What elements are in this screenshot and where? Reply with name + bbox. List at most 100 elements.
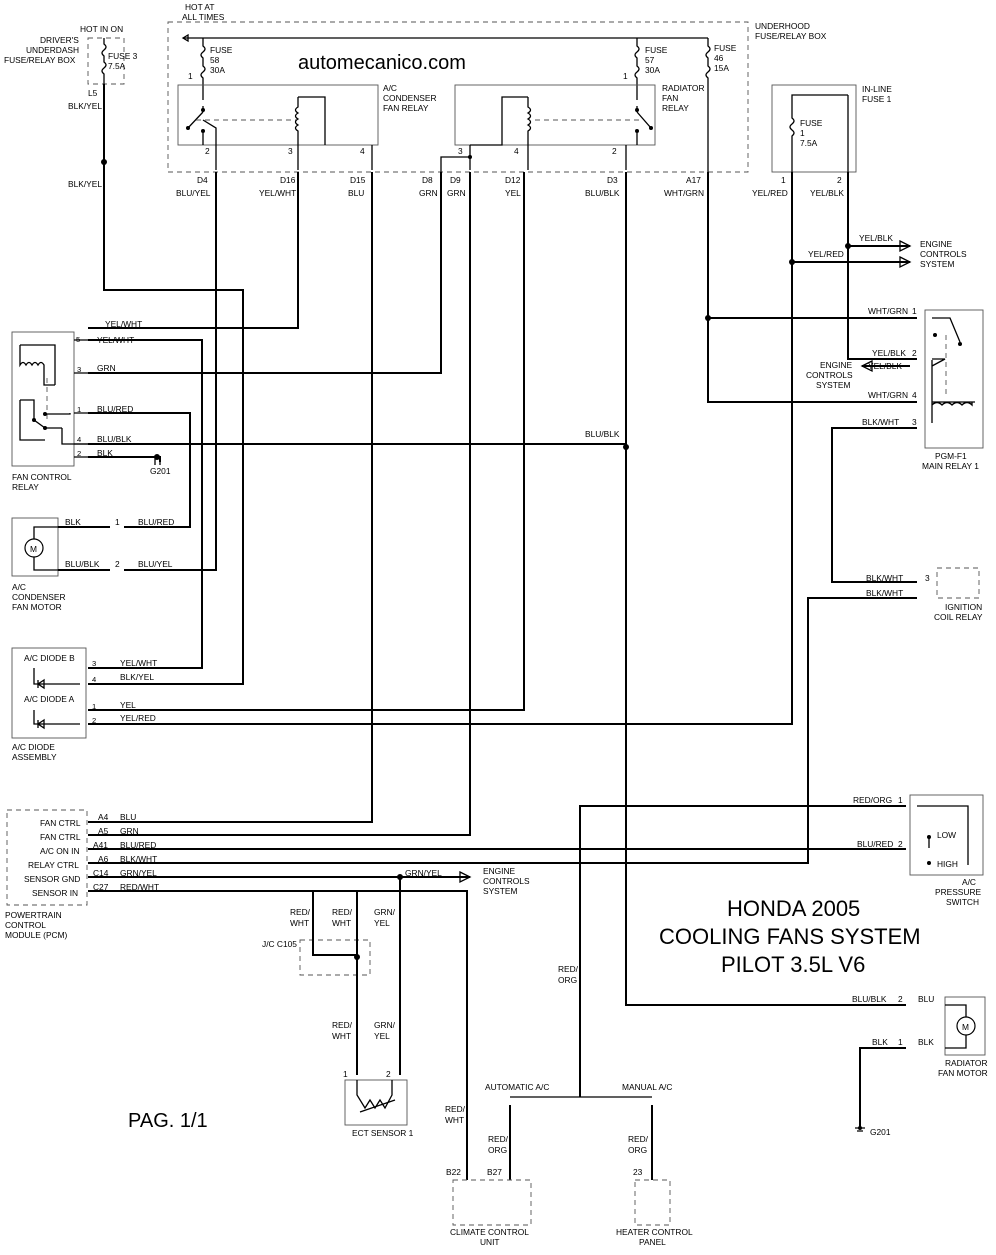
fcr-blu-red: BLU/RED: [97, 404, 133, 414]
conn-d12-wire: YEL: [505, 188, 521, 198]
mr-yel-blk: YEL/BLK: [872, 348, 906, 358]
conn-inline-1: 1: [781, 175, 786, 185]
fcr-line-2: RELAY: [12, 482, 39, 492]
svg-text:1: 1: [343, 1069, 348, 1079]
ro-red: RED/: [558, 964, 579, 974]
conn-d4: D4: [197, 175, 208, 185]
mr-wht-grn-1: WHT/GRN: [868, 306, 908, 316]
hp-red: RED/: [628, 1134, 649, 1144]
pcm-a4: A4: [98, 812, 109, 822]
conn-d4-wire: BLU/YEL: [176, 188, 211, 198]
ac-relay-line-2: CONDENSER: [383, 93, 437, 103]
engine-controls-1: ENGINE CONTROLS SYSTEM: [920, 239, 967, 269]
ecs-2-line-1: ENGINE: [820, 360, 853, 370]
fuse-46-rating: 15A: [714, 63, 729, 73]
diode-yel-red: YEL/RED: [120, 713, 156, 723]
svg-text:4: 4: [360, 146, 365, 156]
ac-motor-line-2: CONDENSER: [12, 592, 66, 602]
fuse-58-rating: 30A: [210, 65, 225, 75]
diode-a-label: A/C DIODE A: [24, 694, 75, 704]
ect-yel: YEL: [374, 1031, 390, 1041]
inline-fuse-rating: 7.5A: [800, 138, 818, 148]
conn-inline-2: 2: [837, 175, 842, 185]
svg-text:2: 2: [912, 348, 917, 358]
main-relay-line-1: PGM-F1: [935, 451, 967, 461]
ecs-2-line-2: CONTROLS: [806, 370, 853, 380]
ac-motor-line-3: FAN MOTOR: [12, 602, 62, 612]
title-line-2: COOLING FANS SYSTEM: [659, 924, 921, 949]
climate-line-2: UNIT: [480, 1237, 500, 1247]
fcr-yel-wht-2: YEL/WHT: [97, 335, 134, 345]
heater-line-2: PANEL: [639, 1237, 666, 1247]
fan-control-relay: 5 3 1 4 2 FAN CONTROL RELAY: [11, 331, 88, 492]
dash-fuse-box: DRIVER'S UNDERDASH FUSE/RELAY BOX HOT IN…: [4, 24, 138, 111]
ac-motor-symbol: M: [30, 544, 37, 554]
jc-c105: J/C C105 RED/ WHT RED/ WHT GRN/ YEL RED/…: [262, 891, 396, 1075]
ect-grn: GRN/: [374, 1020, 396, 1030]
inline-fuse-line-2: FUSE 1: [862, 94, 892, 104]
dash-box-line-1: DRIVER'S: [40, 35, 79, 45]
jc-grn: GRN/: [374, 907, 396, 917]
pcm-pin-a5-name: FAN CTRL: [40, 832, 81, 842]
ac-motor-blk: BLK: [65, 517, 81, 527]
rm-blu-blk: BLU/BLK: [852, 994, 887, 1004]
ecs-2-line-3: SYSTEM: [816, 380, 850, 390]
svg-text:1: 1: [898, 795, 903, 805]
main-relay-line-2: MAIN RELAY 1: [922, 461, 979, 471]
auto-ac: AUTOMATIC A/C: [485, 1082, 549, 1092]
underhood-box: HOT AT ALL TIMES UNDERHOOD FUSE/RELAY BO…: [167, 2, 827, 173]
jc-wht-2: WHT: [332, 918, 351, 928]
svg-text:1: 1: [77, 405, 81, 414]
jc-yel: YEL: [374, 918, 390, 928]
svg-text:2: 2: [898, 994, 903, 1004]
jc-red-2: RED/: [332, 907, 353, 917]
conn-d9-wire: GRN: [447, 188, 466, 198]
conn-d15: D15: [350, 175, 366, 185]
rm-blk-2: BLK: [918, 1037, 934, 1047]
ecs-3-line-1: ENGINE: [483, 866, 516, 876]
svg-text:1: 1: [898, 1037, 903, 1047]
diode-asm-line-1: A/C DIODE: [12, 742, 55, 752]
svg-text:1: 1: [912, 306, 917, 316]
svg-text:2: 2: [115, 559, 120, 569]
fuse-46-num: 46: [714, 53, 724, 63]
svg-text:1: 1: [115, 517, 120, 527]
dash-box-line-3: FUSE/RELAY BOX: [4, 55, 76, 65]
rad-relay-line-1: RADIATOR: [662, 83, 705, 93]
pcm-a5: A5: [98, 826, 109, 836]
ground-g201-1: G201: [150, 466, 171, 476]
fuse-57-num: 57: [645, 55, 655, 65]
ac-motor-blu-red: BLU/RED: [138, 517, 174, 527]
rad-relay-line-3: RELAY: [662, 103, 689, 113]
jc-label: J/C C105: [262, 939, 297, 949]
ps-line-3: SWITCH: [946, 897, 979, 907]
ir-blk-wht-1: BLK/WHT: [866, 573, 903, 583]
inline-fuse-line-1: IN-LINE: [862, 84, 892, 94]
pcm-c27: C27: [93, 882, 109, 892]
svg-text:2: 2: [898, 839, 903, 849]
ps-line-2: PRESSURE: [935, 887, 981, 897]
climate-line-1: CLIMATE CONTROL: [450, 1227, 529, 1237]
conn-d9: D9: [450, 175, 461, 185]
pcm-a5-wire: GRN: [120, 826, 139, 836]
cu-red-1: RED/: [445, 1104, 466, 1114]
pcm-a6: A6: [98, 854, 109, 864]
ecs-1-line-3: SYSTEM: [920, 259, 954, 269]
pcm-line-2: CONTROL: [5, 920, 46, 930]
title-line-1: HONDA 2005: [727, 896, 860, 921]
pcm-a41-wire: BLU/RED: [120, 840, 156, 850]
fcr-grn: GRN: [97, 363, 116, 373]
ir-blk-wht-2: BLK/WHT: [866, 588, 903, 598]
fuse-3-label: FUSE 3: [108, 51, 138, 61]
hp-org: ORG: [628, 1145, 647, 1155]
svg-text:1: 1: [623, 71, 628, 81]
svg-text:5: 5: [76, 335, 80, 344]
top-connectors: D4 BLU/YEL D16 YEL/WHT D15 BLU D8 GRN D9…: [176, 175, 844, 198]
hp-pin-23: 23: [633, 1167, 643, 1177]
fuse-57-label: FUSE: [645, 45, 668, 55]
svg-text:3: 3: [92, 659, 96, 668]
conn-d16: D16: [280, 175, 296, 185]
rad-motor-symbol: M: [962, 1022, 969, 1032]
